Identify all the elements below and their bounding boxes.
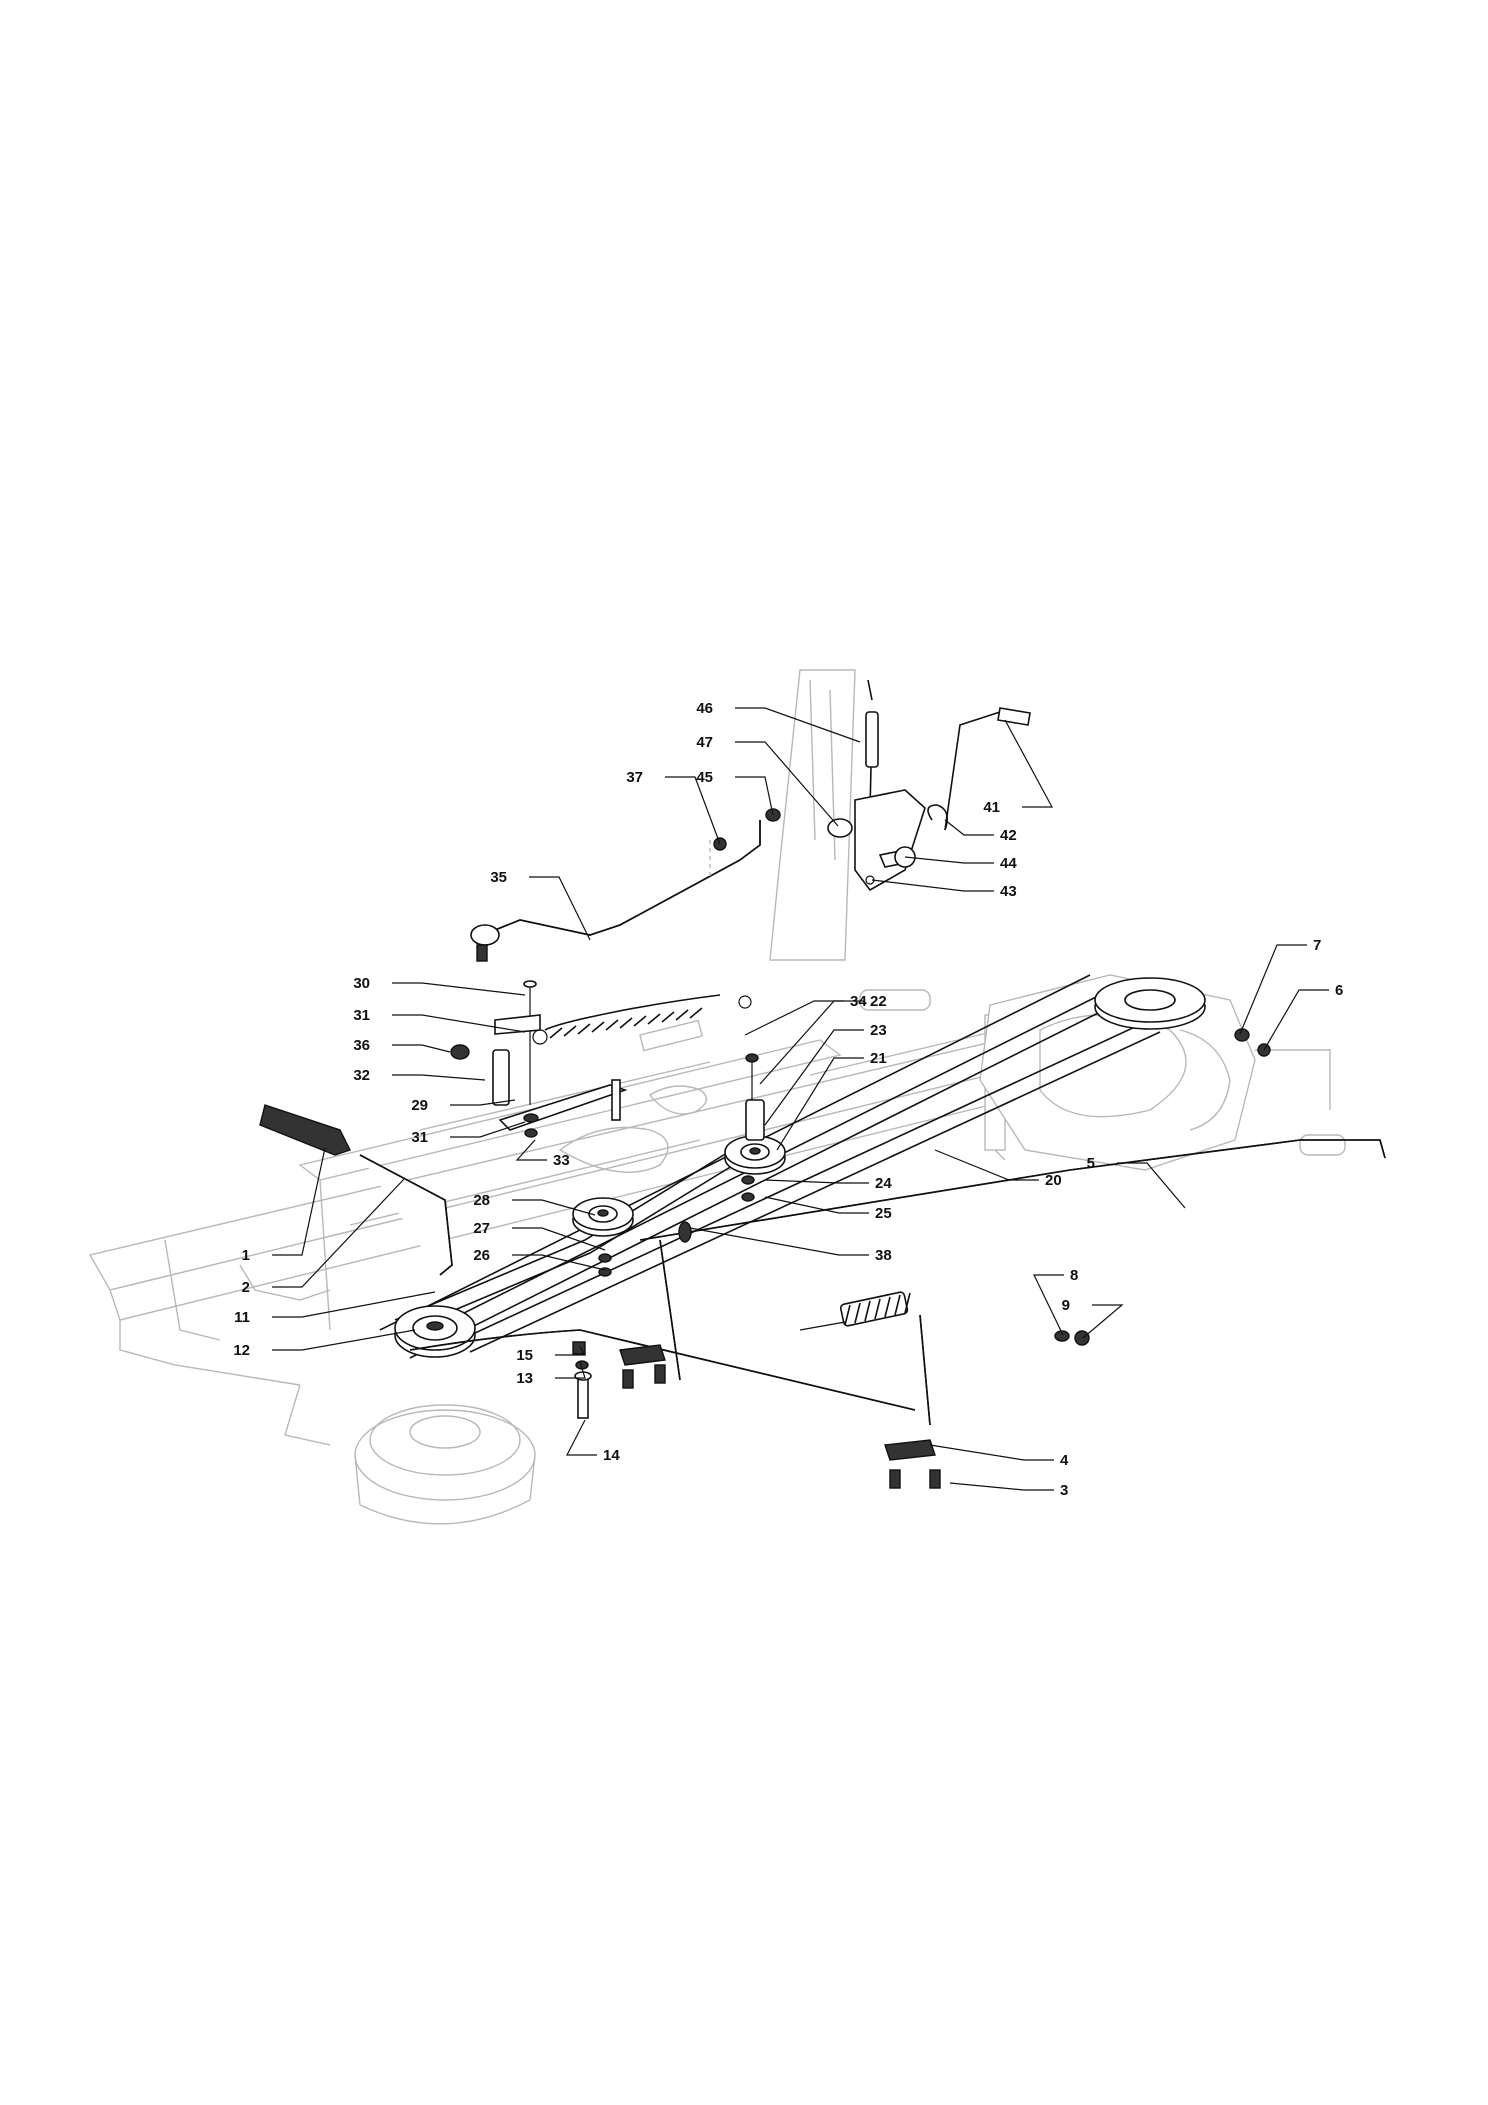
callout-41: 41: [983, 799, 1000, 816]
speed-lever-assembly: [765, 679, 1031, 892]
leader-line-21: [776, 1057, 864, 1151]
chassis-frame: [88, 669, 1346, 1525]
transaxle-pulley: [1094, 977, 1206, 1030]
callout-37: 37: [626, 769, 643, 786]
engine-pulley: [394, 1305, 476, 1358]
callout-5: 5: [1087, 1155, 1095, 1172]
leader-line-15: [555, 1346, 587, 1356]
spring-34: [532, 994, 752, 1045]
callout-1: 1: [242, 1247, 250, 1264]
leader-line-47: [735, 741, 839, 827]
callout-36: 36: [353, 1037, 370, 1054]
leader-line-44: [904, 856, 994, 864]
cross-shaft: [409, 1239, 931, 1426]
leader-line-5: [1117, 1162, 1186, 1209]
callout-42: 42: [1000, 827, 1017, 844]
callout-12: 12: [233, 1342, 250, 1359]
callout-45: 45: [696, 769, 713, 786]
leader-line-20: [934, 1149, 1039, 1181]
leader-line-29: [450, 1099, 516, 1106]
leader-line-22: [759, 1000, 864, 1085]
callout-3: 3: [1060, 1482, 1068, 1499]
leader-line-46: [735, 707, 861, 743]
leader-line-13: [555, 1361, 586, 1379]
callout-20: 20: [1045, 1172, 1062, 1189]
callout-27: 27: [473, 1220, 490, 1237]
leader-line-25: [764, 1196, 869, 1214]
callout-44: 44: [1000, 855, 1017, 872]
leader-line-37: [665, 776, 721, 845]
brake-pedal: [259, 1104, 453, 1276]
callout-33: 33: [553, 1152, 570, 1169]
callout-46: 46: [696, 700, 713, 717]
leader-line-31b: [450, 1121, 526, 1138]
leader-line-7: [1239, 944, 1307, 1035]
leader-line-26: [512, 1254, 606, 1271]
leader-line-35: [529, 876, 591, 941]
leader-line-38: [689, 1227, 869, 1256]
leader-line-2: [272, 1177, 406, 1288]
leader-line-6: [1263, 989, 1329, 1051]
control-rod-5: [639, 1139, 1386, 1241]
leader-line-42: [944, 819, 994, 836]
callout-31b: 31: [411, 1129, 428, 1146]
callout-38: 38: [875, 1247, 892, 1264]
callout-35: 35: [490, 869, 507, 886]
callout-6: 6: [1335, 982, 1343, 999]
callout-4: 4: [1060, 1452, 1069, 1469]
callout-7: 7: [1313, 937, 1321, 954]
callout-11: 11: [234, 1309, 250, 1326]
leader-line-31: [392, 1014, 526, 1033]
callout-30: 30: [353, 975, 370, 992]
leader-line-43: [871, 879, 994, 892]
spring-assembly-8: [799, 1291, 1090, 1346]
callout-32: 32: [353, 1067, 370, 1084]
leader-line-11: [272, 1291, 436, 1318]
lever-linkage-35: [470, 820, 761, 962]
callout-24: 24: [875, 1175, 892, 1192]
callout-14: 14: [603, 1447, 620, 1464]
leader-line-36: [392, 1044, 451, 1053]
callout-15: 15: [516, 1347, 533, 1364]
callout-23: 23: [870, 1022, 887, 1039]
leader-line-27: [512, 1227, 606, 1251]
leader-line-1: [272, 1147, 326, 1256]
callout-25: 25: [875, 1205, 892, 1222]
leader-line-24: [764, 1179, 869, 1184]
leader-line-32: [392, 1074, 486, 1081]
callout-47: 47: [696, 734, 713, 751]
callout-43: 43: [1000, 883, 1017, 900]
callout-31: 31: [353, 1007, 370, 1024]
leader-line-28: [512, 1199, 596, 1216]
leader-line-3: [949, 1482, 1054, 1491]
leader-line-12: [272, 1329, 416, 1351]
callout-8: 8: [1070, 1267, 1078, 1284]
leader-line-8: [1033, 1274, 1064, 1336]
callout-2: 2: [242, 1279, 250, 1296]
leader-line-4: [929, 1444, 1054, 1461]
callout-13: 13: [516, 1370, 533, 1387]
callout-9: 9: [1062, 1297, 1070, 1314]
fasteners: [572, 1028, 1271, 1489]
leader-line-30: [392, 982, 526, 996]
callout-22: 22: [870, 993, 887, 1010]
leader-line-41: [1004, 719, 1054, 808]
idler-pulley-28: [572, 1197, 634, 1237]
leader-line-9: [1082, 1304, 1124, 1339]
leader-line-14: [566, 1419, 597, 1456]
callout-26: 26: [473, 1247, 490, 1264]
callout-21: 21: [870, 1050, 887, 1067]
leader-line-33: [515, 1139, 547, 1161]
callout-28: 28: [473, 1192, 490, 1209]
idler-pulley-21: [724, 1053, 786, 1175]
callout-29: 29: [411, 1097, 428, 1114]
leader-line-45: [735, 776, 774, 816]
leader-line-23: [764, 1029, 864, 1126]
